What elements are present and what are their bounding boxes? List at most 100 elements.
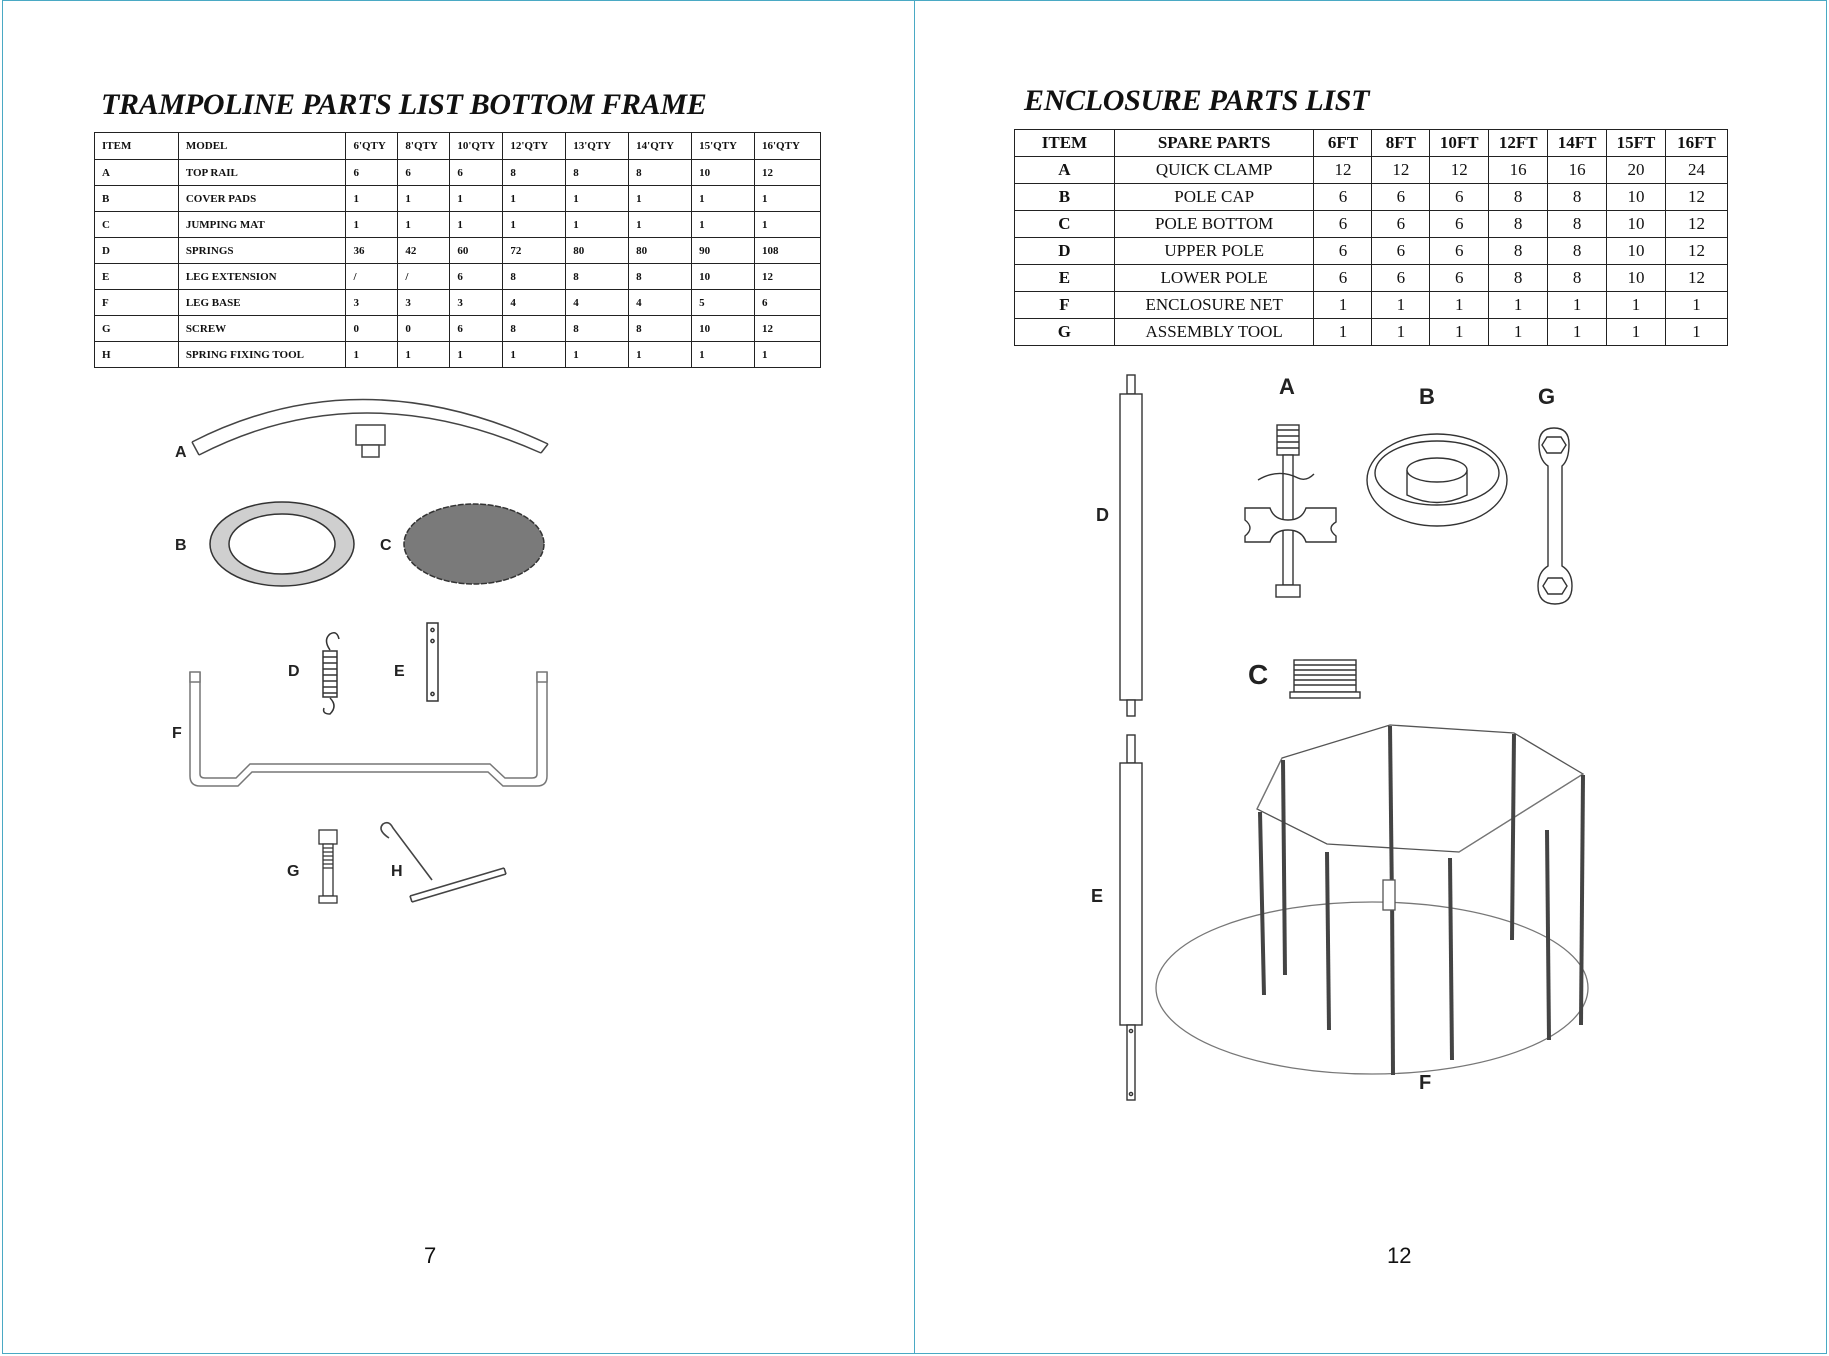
- table-cell: 72: [502, 237, 567, 264]
- table-cell: G: [1014, 318, 1115, 346]
- table-cell: 1: [691, 211, 755, 238]
- table-cell: 1: [502, 341, 567, 368]
- table-cell: 8: [565, 159, 630, 186]
- table-cell: 1: [1429, 318, 1490, 346]
- jumping-mat-illustration: [403, 503, 545, 585]
- cover-pad-illustration: [209, 501, 355, 587]
- table-cell: 12: [1429, 156, 1490, 184]
- column-header: 10FT: [1429, 129, 1490, 157]
- top-rail-illustration: [191, 398, 549, 458]
- table-cell: 1: [1429, 291, 1490, 319]
- label-e-right: E: [1091, 886, 1103, 906]
- table-cell: 8: [1547, 264, 1608, 292]
- table-cell: 1: [1488, 291, 1549, 319]
- table-cell: B: [1014, 183, 1115, 211]
- column-header: 8'QTY: [397, 132, 451, 160]
- lower-pole-illustration: [1119, 734, 1143, 1101]
- table-cell: 12: [754, 159, 821, 186]
- table-cell: 1: [691, 185, 755, 212]
- table-cell: 3: [397, 289, 451, 316]
- table-cell: ASSEMBLY TOOL: [1113, 318, 1315, 346]
- column-header: 16'QTY: [754, 132, 821, 160]
- table-cell: 12: [1313, 156, 1373, 184]
- column-header: 14FT: [1547, 129, 1608, 157]
- table-cell: COVER PADS: [177, 185, 347, 212]
- table-cell: 4: [565, 289, 630, 316]
- column-header: 8FT: [1371, 129, 1431, 157]
- table-cell: 1: [565, 341, 630, 368]
- column-header: 6FT: [1313, 129, 1373, 157]
- table-cell: 12: [754, 263, 821, 290]
- upper-pole-illustration: [1119, 374, 1143, 717]
- table-cell: 6: [1313, 183, 1373, 211]
- left-page-title: TRAMPOLINE PARTS LIST BOTTOM FRAME: [101, 88, 707, 121]
- table-cell: UPPER POLE: [1113, 237, 1315, 265]
- table-cell: 8: [502, 159, 567, 186]
- table-cell: H: [94, 341, 179, 368]
- table-cell: SCREW: [177, 315, 347, 342]
- column-header: ITEM: [94, 132, 179, 160]
- label-a: A: [175, 444, 187, 461]
- table-cell: ENCLOSURE NET: [1113, 291, 1315, 319]
- table-cell: E: [94, 263, 179, 290]
- table-cell: 1: [1488, 318, 1549, 346]
- table-cell: 36: [345, 237, 399, 264]
- table-cell: 1: [1606, 318, 1666, 346]
- table-cell: 3: [345, 289, 399, 316]
- label-b: B: [175, 537, 187, 554]
- label-c-right: C: [1248, 659, 1268, 690]
- column-header: MODEL: [177, 132, 347, 160]
- table-cell: 12: [1664, 264, 1729, 292]
- table-cell: 1: [397, 341, 451, 368]
- table-cell: 1: [1371, 318, 1431, 346]
- label-c: C: [380, 537, 392, 554]
- screw-illustration: [318, 829, 338, 904]
- table-cell: 3: [449, 289, 504, 316]
- table-cell: 12: [1664, 237, 1729, 265]
- table-cell: 108: [754, 237, 821, 264]
- table-cell: 10: [691, 315, 755, 342]
- right-page-title: ENCLOSURE PARTS LIST: [1024, 84, 1370, 117]
- table-cell: 5: [691, 289, 755, 316]
- table-cell: 1: [1664, 318, 1729, 346]
- table-cell: 6: [1429, 264, 1490, 292]
- assembly-tool-illustration: [1537, 427, 1573, 605]
- table-cell: 10: [1606, 237, 1666, 265]
- table-cell: 6: [345, 159, 399, 186]
- pole-bottom-illustration: [1289, 659, 1361, 699]
- column-header: 14'QTY: [628, 132, 693, 160]
- table-cell: A: [94, 159, 179, 186]
- table-cell: 24: [1664, 156, 1729, 184]
- table-cell: 12: [754, 315, 821, 342]
- table-cell: 8: [1547, 210, 1608, 238]
- table-cell: 6: [1429, 183, 1490, 211]
- column-header: 15'QTY: [691, 132, 755, 160]
- table-cell: 1: [345, 185, 399, 212]
- table-cell: 6: [1313, 210, 1373, 238]
- label-d-right: D: [1096, 505, 1109, 525]
- table-cell: 1: [565, 211, 630, 238]
- label-f-right: F: [1419, 1072, 1431, 1094]
- table-cell: C: [1014, 210, 1115, 238]
- leg-extension-illustration: [426, 622, 439, 702]
- label-g: G: [287, 863, 299, 880]
- leg-base-illustration: [189, 671, 548, 787]
- table-cell: 6: [1313, 237, 1373, 265]
- table-cell: 6: [1429, 210, 1490, 238]
- table-cell: 8: [565, 315, 630, 342]
- column-header: 13'QTY: [565, 132, 630, 160]
